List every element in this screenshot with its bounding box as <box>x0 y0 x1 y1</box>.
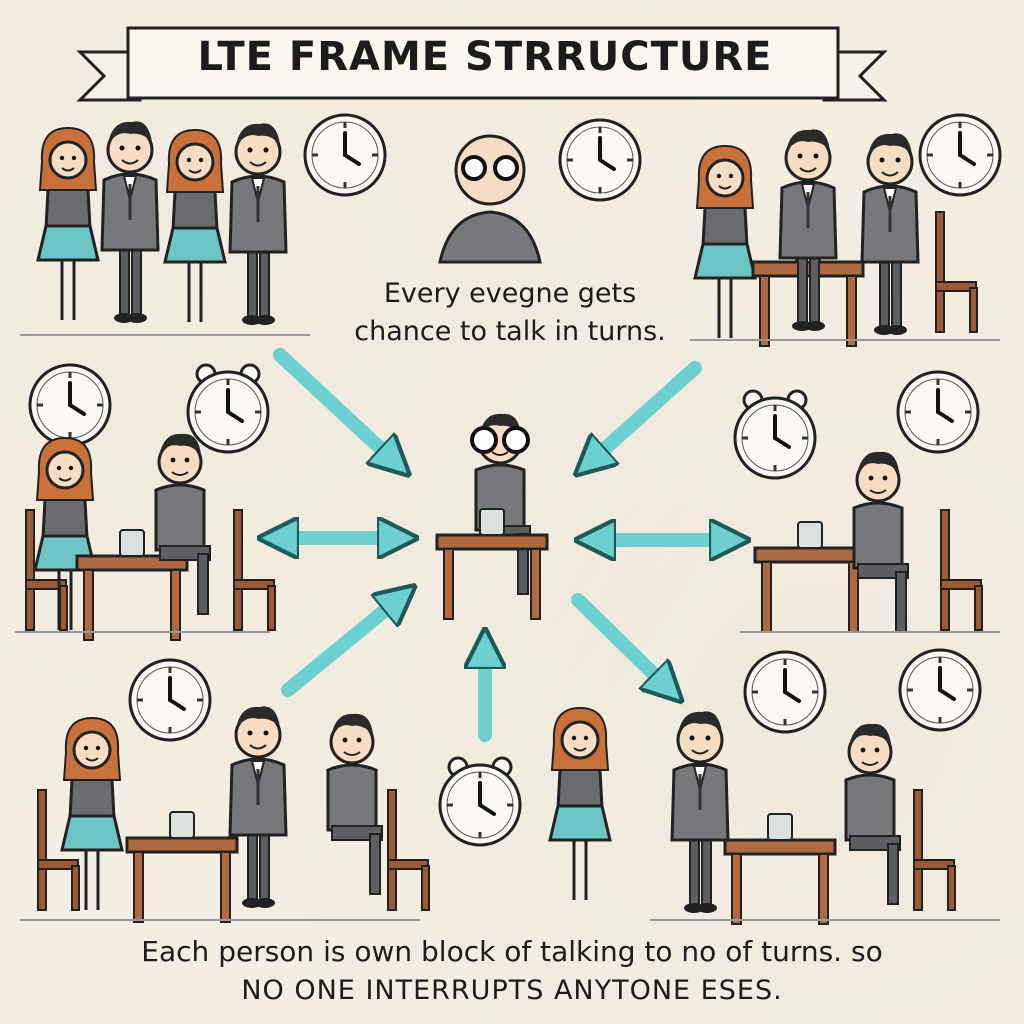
caption-line-2: NO ONE INTERRUPTS ANYTONE ESES. <box>241 975 783 1006</box>
ground-lines <box>15 334 1000 921</box>
group-middle-left <box>25 363 276 642</box>
group-middle-right <box>735 370 983 634</box>
clock-icon <box>743 650 827 734</box>
clock-icon <box>28 363 112 447</box>
arrows <box>273 348 730 742</box>
group-top-center <box>438 118 642 264</box>
clock-icon <box>735 391 815 478</box>
arrow-icon <box>571 593 668 688</box>
title-banner <box>76 26 888 102</box>
arrow-icon <box>590 361 702 462</box>
clock-icon <box>440 758 520 845</box>
group-top-right <box>693 113 1002 348</box>
clock-icon <box>896 370 980 454</box>
speech-line-2: chance to talk in turns. <box>354 316 666 347</box>
clock-icon <box>303 113 387 197</box>
group-bottom-right <box>670 648 982 926</box>
group-bottom-center <box>440 706 612 902</box>
caption-line-1: Each person is own block of talking to n… <box>141 935 883 968</box>
clock-icon <box>188 365 268 452</box>
speech-line-1: Every evegne gets <box>383 278 637 309</box>
clock-icon <box>898 648 982 732</box>
arrow-icon <box>281 598 400 697</box>
group-center <box>435 412 549 621</box>
diagram-title: LTE FRAME STRRUCTURE <box>197 34 773 80</box>
clock-icon <box>918 113 1002 197</box>
clock-icon <box>558 118 642 202</box>
group-bottom-left <box>37 658 430 924</box>
arrow-icon <box>273 348 395 462</box>
speech-bubble-text: Every evegne gets chance to talk in turn… <box>300 275 720 351</box>
clock-icon <box>128 658 212 742</box>
